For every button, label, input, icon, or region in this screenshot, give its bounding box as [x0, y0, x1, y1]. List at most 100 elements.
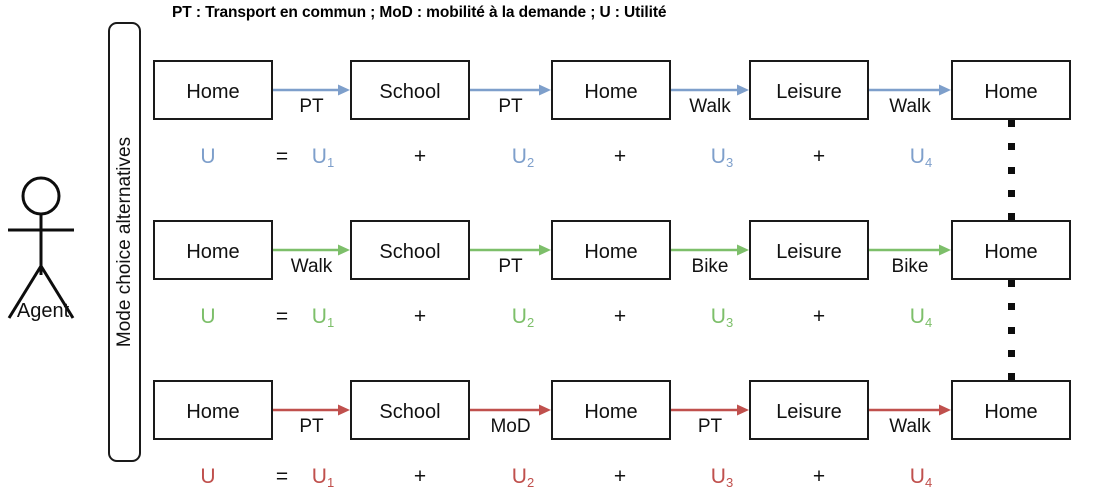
continuation-dots-2 — [1008, 280, 1016, 380]
activity-box-school-2: School — [350, 220, 470, 280]
activity-box-label: Home — [984, 241, 1038, 263]
stick-figure-person-icon — [7, 176, 75, 319]
activity-box-label: Home — [584, 81, 638, 103]
dot — [1008, 350, 1015, 357]
utility-subscript: 3 — [725, 315, 734, 330]
utility-term-2-row2: U2 — [500, 305, 546, 330]
activity-box-home-3: Home — [551, 220, 671, 280]
continuation-dots-1 — [1008, 120, 1016, 220]
activity-box-home-5: Home — [951, 60, 1071, 120]
utility-symbol: U — [909, 305, 925, 328]
utility-symbol: U — [710, 145, 726, 168]
mode-label-pt: PT — [299, 416, 324, 437]
utility-term-1-row1: U1 — [300, 145, 346, 170]
dot — [1008, 213, 1015, 220]
activity-box-label: Home — [984, 401, 1038, 423]
utility-term-4-row1: U4 — [898, 145, 944, 170]
mode-arrow-pt — [671, 404, 749, 416]
mode-arrow-walk — [273, 244, 350, 256]
plus-sign-2-2: + — [613, 305, 627, 328]
utility-subscript: 1 — [326, 155, 335, 170]
activity-box-home-3: Home — [551, 60, 671, 120]
plus-sign-1-1: + — [413, 145, 427, 168]
utility-total-3: U — [200, 465, 216, 488]
utility-subscript: 2 — [526, 475, 535, 490]
utility-subscript: 2 — [526, 155, 535, 170]
dot — [1008, 167, 1015, 174]
utility-subscript: 1 — [326, 315, 335, 330]
mode-arrow-bike — [671, 244, 749, 256]
dot — [1008, 190, 1015, 197]
mode-label-pt: PT — [498, 256, 523, 277]
mode-label-bike: Bike — [691, 256, 729, 277]
activity-box-label: Home — [186, 401, 240, 423]
dot — [1008, 327, 1015, 334]
activity-box-school-2: School — [350, 380, 470, 440]
utility-subscript: 1 — [326, 475, 335, 490]
activity-box-school-2: School — [350, 60, 470, 120]
plus-sign-2-3: + — [812, 305, 826, 328]
dot — [1008, 120, 1015, 127]
activity-box-label: Home — [186, 241, 240, 263]
utility-subscript: 4 — [924, 155, 933, 170]
utility-subscript: 3 — [725, 475, 734, 490]
utility-subscript: 3 — [725, 155, 734, 170]
utility-term-4-row3: U4 — [898, 465, 944, 490]
activity-box-label: Home — [584, 401, 638, 423]
equals-sign-1: = — [275, 145, 289, 168]
mode-arrow-mod — [470, 404, 551, 416]
utility-symbol: U — [909, 465, 925, 488]
plus-sign-3-1: + — [413, 465, 427, 488]
activity-box-label: School — [379, 401, 441, 423]
activity-box-label: Home — [186, 81, 240, 103]
activity-box-home-5: Home — [951, 380, 1071, 440]
dot — [1008, 303, 1015, 310]
equals-sign-3: = — [275, 465, 289, 488]
utility-term-3-row2: U3 — [699, 305, 745, 330]
mode-arrow-bike — [869, 244, 951, 256]
activity-box-leisure-4: Leisure — [749, 380, 869, 440]
utility-subscript: 4 — [924, 315, 933, 330]
utility-symbol: U — [710, 305, 726, 328]
equals-sign-2: = — [275, 305, 289, 328]
mode-arrow-pt — [470, 244, 551, 256]
utility-symbol: U — [311, 465, 327, 488]
activity-box-leisure-4: Leisure — [749, 220, 869, 280]
utility-term-3-row1: U3 — [699, 145, 745, 170]
utility-symbol: U — [311, 305, 327, 328]
utility-term-2-row1: U2 — [500, 145, 546, 170]
agent-label: Agent — [16, 300, 70, 322]
mode-label-pt: PT — [498, 96, 523, 117]
utility-total-2: U — [200, 305, 216, 328]
mode-label-bike: Bike — [891, 256, 929, 277]
plus-sign-1-3: + — [812, 145, 826, 168]
mode-arrow-pt — [273, 84, 350, 96]
mode-label-pt: PT — [299, 96, 324, 117]
dot — [1008, 373, 1015, 380]
mode-label-walk: Walk — [290, 256, 333, 277]
mode-arrow-walk — [671, 84, 749, 96]
utility-term-2-row3: U2 — [500, 465, 546, 490]
utility-term-1-row3: U1 — [300, 465, 346, 490]
activity-box-home-3: Home — [551, 380, 671, 440]
mode-arrow-walk — [869, 84, 951, 96]
utility-term-4-row2: U4 — [898, 305, 944, 330]
mode-choice-alternatives-label: Mode choice alternatives — [114, 136, 135, 348]
mode-arrow-pt — [470, 84, 551, 96]
mode-label-pt: PT — [697, 416, 723, 437]
mode-label-walk: Walk — [889, 416, 931, 437]
plus-sign-3-2: + — [613, 465, 627, 488]
mode-arrow-pt — [273, 404, 350, 416]
utility-term-3-row3: U3 — [699, 465, 745, 490]
utility-symbol: U — [511, 145, 527, 168]
utility-symbol: U — [511, 465, 527, 488]
dot — [1008, 280, 1015, 287]
utility-symbol: U — [909, 145, 925, 168]
dot — [1008, 143, 1015, 150]
plus-sign-2-1: + — [413, 305, 427, 328]
utility-symbol: U — [511, 305, 527, 328]
agent-figure — [0, 175, 100, 325]
legend-title: PT : Transport en commun ; MoD : mobilit… — [172, 4, 667, 21]
activity-box-home-5: Home — [951, 220, 1071, 280]
utility-subscript: 2 — [526, 315, 535, 330]
